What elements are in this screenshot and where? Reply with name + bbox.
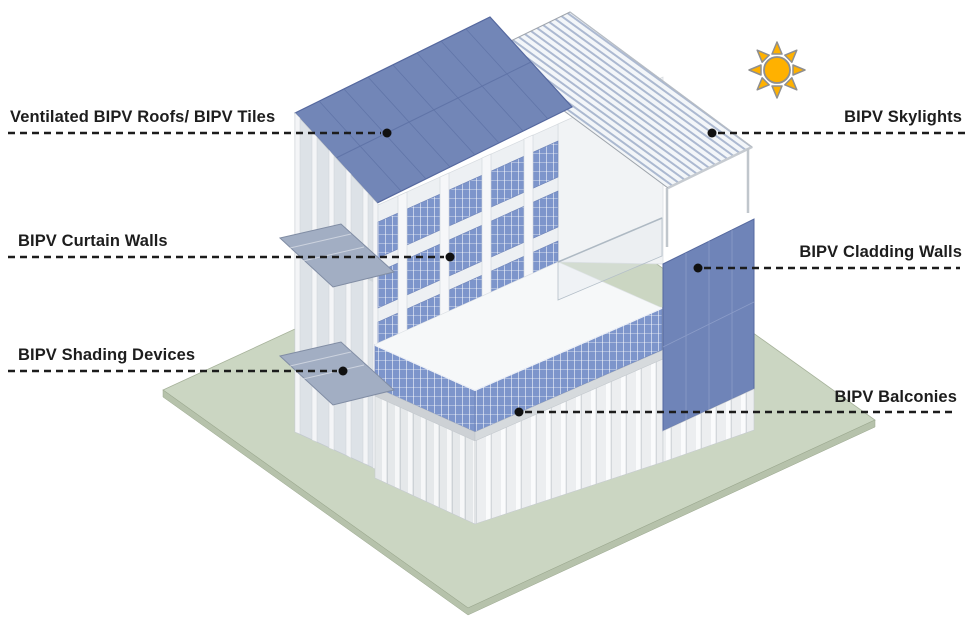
label-bipv-cladding-walls: BIPV Cladding Walls [799, 243, 962, 261]
ground-plane-edge [162, 389, 876, 616]
sun-icon [748, 41, 806, 99]
bipv-shading-devices [278, 223, 396, 406]
leader-dots [338, 128, 717, 417]
bipv-roof [294, 16, 573, 204]
leader-lines [8, 131, 966, 414]
label-ventilated-bipv-roofs: Ventilated BIPV Roofs/ BIPV Tiles [10, 108, 276, 126]
colonnade-under-cladding [662, 388, 755, 463]
canopy-posts [665, 148, 750, 247]
skylight-canopy [485, 11, 753, 190]
label-bipv-balconies: BIPV Balconies [834, 388, 957, 406]
curtain-wall-facade [377, 123, 559, 344]
label-bipv-skylights: BIPV Skylights [844, 108, 962, 126]
bipv-balcony-parapet [374, 307, 663, 433]
label-bipv-shading-devices: BIPV Shading Devices [18, 346, 196, 364]
label-bipv-curtain-walls: BIPV Curtain Walls [18, 232, 168, 250]
curtain-wall-pv-bands [377, 140, 559, 344]
terrace-glass-balustrade [557, 217, 663, 301]
